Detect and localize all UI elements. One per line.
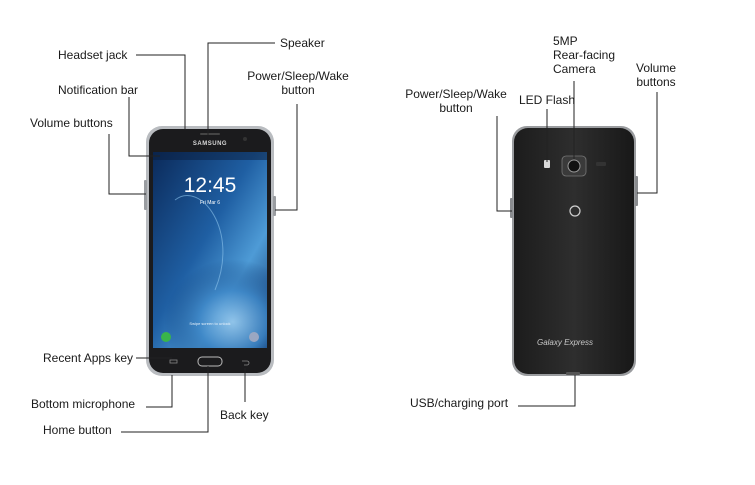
label-camera-line1: 5MP <box>553 34 578 48</box>
label-led-flash: LED Flash <box>519 93 576 107</box>
wallpaper-curve <box>174 195 224 291</box>
back-phone-cover <box>514 128 634 374</box>
home-button <box>197 356 223 367</box>
rear-camera-lens <box>567 159 581 173</box>
clock-text: 12:45 <box>184 174 237 197</box>
leader-usb-port <box>518 375 576 407</box>
led-flash <box>544 160 550 168</box>
label-rear-camera: 5MP Rear-facing Camera <box>553 34 615 76</box>
date-text: Fri Mar 6 <box>200 200 220 206</box>
leader-bottom-mic <box>146 375 173 408</box>
front-phone: 12:45 Fri Mar 6 Swipe screen to unlock S… <box>144 126 276 376</box>
leader-volume-back <box>637 92 658 194</box>
label-volume-buttons: Volume buttons <box>30 116 113 130</box>
status-bar <box>153 152 267 160</box>
label-volume-back-line1: Volume <box>635 61 677 75</box>
volume-rocker-back <box>635 176 638 206</box>
carrier-logo <box>569 205 581 217</box>
phone-app-icon <box>161 332 171 342</box>
label-power-back: Power/Sleep/Wake button <box>396 87 516 115</box>
leader-headset-jack <box>136 54 186 130</box>
label-home-button: Home button <box>43 423 112 437</box>
model-logo: Galaxy Express <box>537 338 593 347</box>
volume-rocker-front <box>144 180 147 210</box>
front-camera <box>243 137 247 141</box>
label-bottom-mic: Bottom microphone <box>31 397 136 411</box>
unlock-hint: Swipe screen to unlock <box>189 321 230 326</box>
leader-volume-buttons <box>108 134 146 195</box>
leader-lines <box>108 42 658 433</box>
leader-notification-bar <box>128 97 160 157</box>
leader-power-front <box>275 104 298 211</box>
back-key <box>242 360 250 366</box>
label-volume-back-line2: buttons <box>636 75 676 89</box>
leader-speaker <box>207 42 275 135</box>
wallpaper-wave <box>153 243 267 348</box>
label-power-front-line1: Power/Sleep/Wake <box>247 69 349 83</box>
front-brand-logo: SAMSUNG <box>193 141 227 147</box>
rear-speaker <box>596 162 606 166</box>
power-key-front <box>273 196 276 216</box>
label-usb-port: USB/charging port <box>410 396 509 410</box>
leader-home-button <box>121 366 209 433</box>
label-power-front: Power/Sleep/Wake button <box>238 69 358 97</box>
label-headset-jack: Headset jack <box>58 48 128 62</box>
power-key-back <box>510 198 513 218</box>
label-volume-back: Volume buttons <box>626 61 686 89</box>
label-power-front-line2: button <box>281 83 315 97</box>
camera-app-icon <box>249 332 259 342</box>
label-power-back-line2: button <box>439 101 473 115</box>
label-camera-line3: Camera <box>553 62 596 76</box>
recent-apps-key <box>169 359 178 364</box>
label-notification-bar: Notification bar <box>58 83 139 97</box>
label-power-back-line1: Power/Sleep/Wake <box>405 87 507 101</box>
leader-power-back <box>496 116 512 212</box>
label-camera-line2: Rear-facing <box>553 48 616 62</box>
usb-port <box>566 372 580 375</box>
speaker-grille <box>200 133 220 135</box>
label-speaker: Speaker <box>280 36 325 50</box>
label-back-key: Back key <box>220 408 269 422</box>
label-recent-apps: Recent Apps key <box>43 351 134 365</box>
back-phone: Galaxy Express <box>510 126 638 376</box>
